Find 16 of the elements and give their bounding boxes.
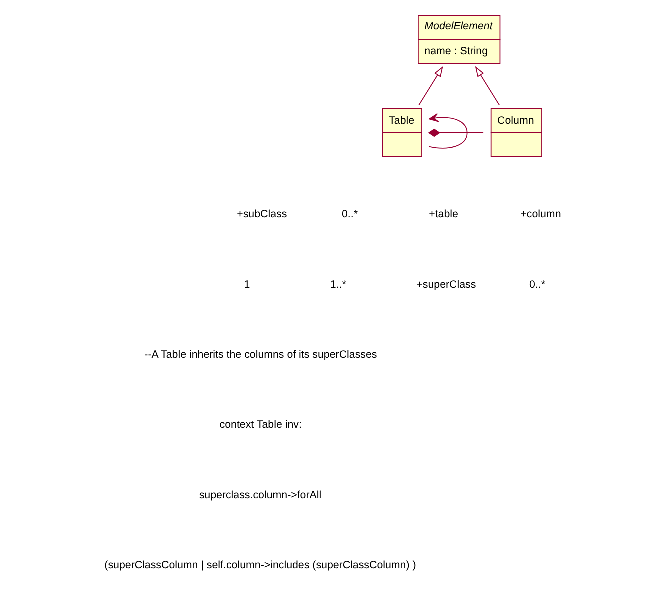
label: 1	[244, 278, 250, 291]
label: 0..*	[342, 208, 358, 221]
arrow	[474, 66, 500, 106]
connector	[428, 128, 484, 138]
label: +superClass	[416, 278, 476, 291]
label: +column	[520, 208, 561, 221]
arrow	[428, 113, 468, 149]
label: context Table inv:	[219, 419, 302, 432]
label: --A Table inherits the columns of its superClasses	[144, 348, 377, 361]
label: +table	[428, 208, 458, 221]
label: superclass.column->forAll	[198, 489, 322, 502]
label: 0..*	[529, 278, 546, 291]
label: +subClass	[236, 208, 287, 221]
label: (superClassColumn | self.column->includes (superClassColumn) )	[104, 560, 416, 572]
arrow	[418, 66, 443, 106]
label: 1..*	[330, 278, 346, 291]
